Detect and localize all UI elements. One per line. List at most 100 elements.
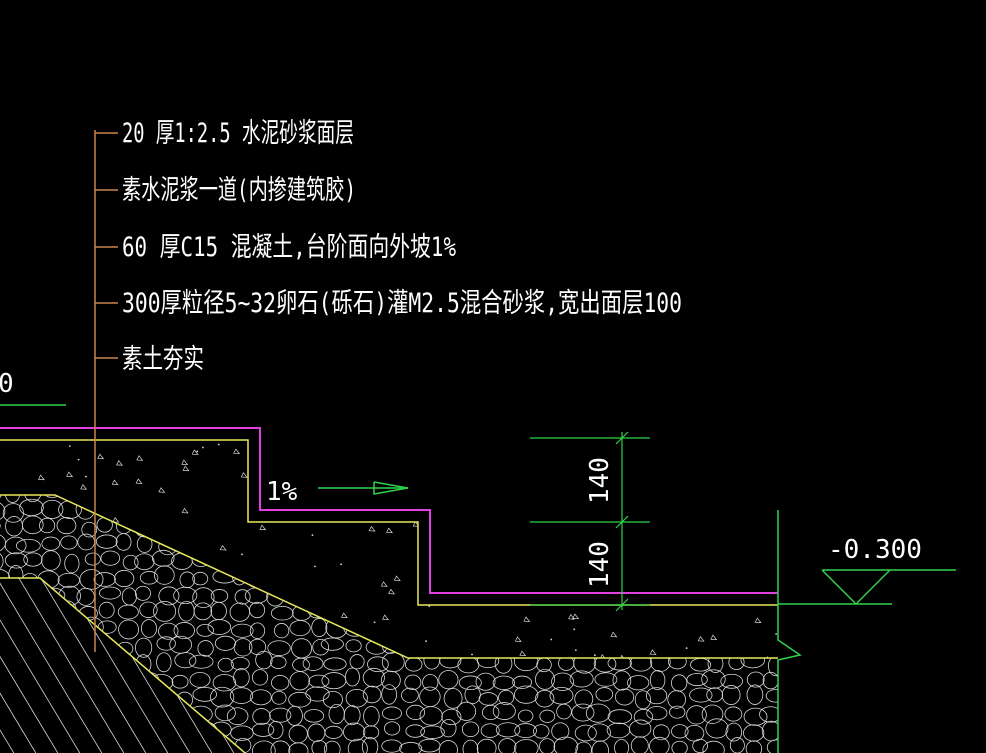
gravel-stone (270, 740, 291, 753)
gravel-stone (627, 675, 650, 691)
gravel-stone (705, 495, 722, 501)
concrete-aggregate (388, 588, 396, 595)
gravel-stone (701, 669, 726, 689)
gravel-stone (787, 591, 802, 603)
gravel-stone (0, 551, 4, 571)
gravel-stone (551, 502, 575, 523)
gravel-stone (686, 673, 708, 687)
gravel-stone (725, 515, 744, 536)
gravel-stone (438, 670, 459, 690)
gravel-stone (439, 605, 456, 624)
gravel-stone (156, 636, 176, 651)
gravel-stone (233, 638, 253, 657)
gravel-stone (62, 703, 84, 721)
gravel-stone (704, 550, 721, 568)
gravel-stone (79, 705, 100, 726)
gravel-stone (464, 685, 481, 705)
gravel-stone (158, 622, 179, 640)
gravel-stone (303, 709, 325, 723)
layer-note-1: 20 厚1:2.5 水泥砂浆面层 (122, 118, 354, 149)
gravel-stone (251, 551, 269, 573)
gravel-stone (349, 654, 365, 670)
gravel-stone (308, 674, 330, 688)
gravel-stone (554, 523, 570, 537)
gravel-stone (158, 518, 178, 538)
gravel-stone (511, 619, 535, 633)
gravel-stone (171, 552, 193, 570)
gravel-stone (233, 668, 250, 688)
gravel-stone (706, 687, 724, 703)
gravel-stone (492, 675, 515, 691)
gravel-stone (549, 686, 574, 705)
gravel-stone (322, 690, 343, 709)
gravel-stone (572, 505, 593, 519)
gravel-stone (307, 723, 326, 743)
gravel-stone (614, 688, 635, 706)
gravel-stone (153, 601, 177, 622)
gravel-stone (682, 535, 704, 551)
concrete-aggregate (102, 637, 110, 644)
gravel-stone (292, 517, 308, 535)
gravel-stone (23, 552, 43, 567)
gravel-stone (43, 621, 67, 637)
gravel-stone (514, 568, 531, 586)
gravel-stone (482, 502, 501, 519)
gravel-stone (513, 651, 539, 672)
gravel-stone (689, 588, 708, 602)
gravel-stone (155, 724, 174, 742)
gravel-stone (404, 674, 422, 691)
gravel-stone (478, 692, 499, 706)
gravel-stone (419, 686, 441, 708)
concrete-aggregate (421, 487, 429, 493)
concrete-aggregate (158, 487, 166, 493)
gravel-stone (551, 569, 570, 583)
gravel-stone (303, 495, 327, 499)
gravel-stone (134, 585, 151, 601)
gravel-stone (628, 639, 649, 657)
concrete-aggregate (38, 606, 46, 612)
gravel-stone (324, 567, 348, 586)
gravel-stone (133, 495, 153, 504)
gravel-stone (493, 568, 517, 584)
concrete-aggregate (275, 515, 283, 522)
concrete-aggregate (69, 598, 72, 601)
gravel-stone (482, 704, 500, 721)
gravel-stone (291, 552, 308, 572)
gravel-stone (312, 572, 329, 587)
gravel-stone (267, 640, 291, 656)
gravel-stone (0, 705, 5, 723)
gravel-stone (764, 522, 778, 538)
gravel-stone (19, 498, 44, 517)
gravel-stone (53, 725, 79, 741)
gravel-stone (459, 621, 478, 640)
gravel-stone (518, 502, 539, 520)
gravel-stone (515, 638, 532, 652)
concrete-aggregate (170, 629, 173, 632)
gravel-stone (39, 743, 64, 753)
gravel-stone (650, 652, 671, 672)
gravel-stone (729, 619, 746, 636)
gravel-stone (193, 602, 213, 621)
gravel-stone (142, 502, 158, 519)
gravel-stone (0, 636, 9, 658)
gravel-stone (0, 719, 23, 738)
concrete-aggregate (111, 593, 114, 596)
concrete-aggregate (217, 443, 220, 446)
gravel-stone (113, 740, 135, 753)
concrete-aggregate (719, 491, 727, 497)
gravel-stone (323, 657, 347, 671)
soil-hatch-line (183, 578, 245, 753)
gravel-stone (175, 495, 191, 503)
concrete-aggregate (431, 511, 439, 518)
gravel-stone (575, 600, 592, 618)
gravel-stone (92, 495, 118, 500)
gravel-stone (217, 657, 234, 673)
gravel-stone (6, 601, 26, 617)
gravel-stone (459, 501, 476, 520)
gravel-stone (786, 705, 801, 723)
gravel-stone (514, 723, 537, 739)
concrete-aggregate (531, 447, 539, 454)
gravel-stone (477, 606, 502, 622)
gravel-stone (101, 685, 120, 706)
gravel-stone (720, 553, 742, 567)
